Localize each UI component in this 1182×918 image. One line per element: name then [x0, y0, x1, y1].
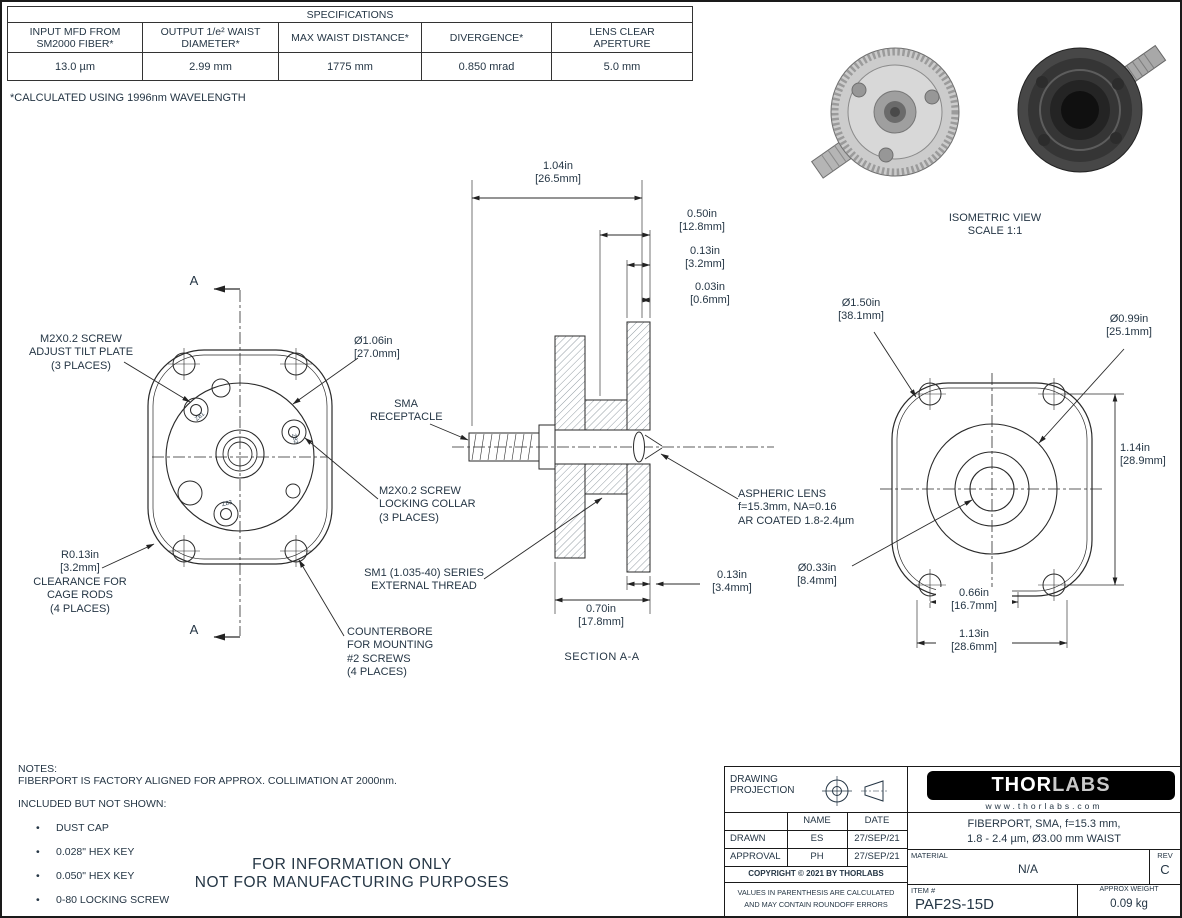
approval-name: PH [810, 851, 824, 862]
spec-footnote: *CALCULATED USING 1996nm WAVELENGTH [10, 92, 246, 104]
isometric-caption: ISOMETRIC VIEW SCALE 1:1 [948, 212, 1042, 238]
list-item: 0.028" HEX KEY [36, 847, 278, 858]
dim-overall-width: 1.04in [26.5mm] [521, 160, 595, 187]
approval-row-label: APPROVAL [730, 851, 781, 862]
sma-receptacle-label: SMA RECEPTACLE [370, 398, 443, 424]
not-for-mfg-notice: NOT FOR MANUFACTURING PURPOSES [194, 874, 510, 891]
section-title: SECTION A-A [564, 651, 640, 663]
list-item: DUST CAP [36, 823, 278, 834]
list-item: 0-80 LOCKING SCREW [36, 895, 278, 906]
dim-013-34: 0.13in [3.4mm] [712, 569, 752, 595]
spec-table-title: SPECIFICATIONS [7, 6, 693, 23]
list-item-label: DUST CAP [56, 822, 109, 835]
approx-weight-value: 0.09 kg [1110, 898, 1148, 910]
spec-header-input-mfd: INPUT MFD FROM SM2000 FIBER* [7, 22, 143, 53]
spec-header-waist-distance: MAX WAIST DISTANCE* [278, 22, 422, 53]
section-arrow-label-bottom: A [189, 622, 199, 637]
diameter-033-label: Ø0.33in [8.4mm] [797, 562, 837, 588]
material-label: MATERIAL [911, 851, 948, 860]
dim-050: 0.50in [12.8mm] [679, 208, 725, 234]
specifications-table: SPECIFICATIONS INPUT MFD FROM SM2000 FIB… [7, 6, 693, 81]
spec-header-clear-aperture: LENS CLEAR APERTURE [551, 22, 693, 53]
info-only-notice: FOR INFORMATION ONLY [252, 856, 452, 873]
dim-003: 0.03in [0.6mm] [690, 281, 730, 307]
aspheric-lens-label: ASPHERIC LENS f=15.3mm, NA=0.16 AR COATE… [738, 488, 855, 527]
spec-header-divergence: DIVERGENCE* [421, 22, 552, 53]
approx-weight-label: APPROX WEIGHT [1099, 886, 1159, 893]
drawn-row-label: DRAWN [730, 833, 766, 844]
logo-text-labs: LABS [1052, 774, 1111, 796]
cage-rod-clearance-label: R0.13in [3.2mm] CLEARANCE FOR CAGE RODS … [33, 549, 127, 615]
dim-070: 0.70in [17.8mm] [578, 603, 624, 629]
list-item-label: 0.050" HEX KEY [56, 870, 135, 883]
projection-symbol [822, 776, 887, 806]
counterbore-label: COUNTERBORE FOR MOUNTING #2 SCREWS (4 PL… [347, 626, 434, 679]
isometric-photo-front [810, 47, 960, 179]
notes-heading: NOTES: [18, 763, 58, 775]
divider [907, 884, 1180, 885]
item-number-label: ITEM # [911, 886, 936, 895]
included-items-list: DUST CAP 0.028" HEX KEY 0.050" HEX KEY 0… [36, 810, 278, 916]
item-number-value: PAF2S-15D [915, 896, 994, 913]
list-item: 0.050" HEX KEY [36, 871, 278, 882]
rev-value: C [1160, 862, 1170, 877]
dim-113: 1.13in [28.6mm] [936, 628, 1012, 655]
spec-value-divergence: 0.850 mrad [421, 52, 552, 81]
divider [847, 812, 848, 866]
divider [725, 866, 907, 867]
divider [725, 882, 907, 883]
divider [1149, 849, 1150, 884]
divider [725, 812, 907, 813]
drawn-date: 27/SEP/21 [854, 833, 900, 844]
date-column-header: DATE [864, 815, 890, 826]
material-value: N/A [1017, 862, 1038, 876]
list-item-label: 0.028" HEX KEY [56, 846, 135, 859]
section-arrow-label-top: A [189, 273, 199, 288]
section-view-drawing [429, 180, 774, 614]
title-block: DRAWING PROJECTION NAME DATE DRAWN ES 27… [724, 766, 1180, 916]
locking-collar-screw-label: M2X0.2 SCREW LOCKING COLLAR (3 PLACES) [379, 485, 476, 524]
spec-value-clear-aperture: 5.0 mm [551, 52, 693, 81]
sm1-thread-label: SM1 (1.035-40) SERIES EXTERNAL THREAD [364, 567, 484, 593]
divider [787, 812, 788, 866]
website-url: www.thorlabs.com [985, 801, 1103, 811]
part-description: FIBERPORT, SMA, f=15.3 mm, 1.8 - 2.4 µm,… [967, 818, 1121, 846]
isometric-photo-back [1017, 44, 1167, 173]
roundoff-disclaimer: VALUES IN PARENTHESIS ARE CALCULATED AND… [737, 888, 895, 909]
spec-value-waist-distance: 1775 mm [278, 52, 422, 81]
divider [907, 849, 1180, 850]
diameter-150-label: Ø1.50in [38.1mm] [838, 297, 884, 323]
spec-header-waist-diameter: OUTPUT 1/e² WAIST DIAMETER* [142, 22, 279, 53]
logo-text-thor: THOR [991, 774, 1053, 796]
approval-date: 27/SEP/21 [854, 851, 900, 862]
projection-label: DRAWING PROJECTION [730, 774, 795, 796]
divider [907, 767, 908, 916]
copyright-notice: COPYRIGHT © 2021 BY THORLABS [748, 869, 884, 878]
divider [725, 830, 907, 831]
notes-included-heading: INCLUDED BUT NOT SHOWN: [18, 798, 167, 810]
list-item-label: 0-80 LOCKING SCREW [56, 894, 170, 907]
divider [1077, 884, 1078, 916]
diameter-099-label: Ø0.99in [25.1mm] [1106, 313, 1152, 339]
dim-066: 0.66in [16.7mm] [936, 587, 1012, 614]
divider [907, 812, 1180, 813]
front-view-drawing [101, 285, 379, 641]
spec-value-waist-diameter: 2.99 mm [142, 52, 279, 81]
diameter-106-label: Ø1.06in [27.0mm] [354, 335, 400, 361]
notes-alignment: FIBERPORT IS FACTORY ALIGNED FOR APPROX.… [18, 775, 397, 787]
dim-013-32: 0.13in [3.2mm] [685, 245, 725, 271]
divider [725, 848, 907, 849]
tilt-plate-screw-label: M2X0.2 SCREW ADJUST TILT PLATE (3 PLACES… [28, 333, 134, 372]
spec-value-input-mfd: 13.0 µm [7, 52, 143, 81]
name-column-header: NAME [803, 815, 831, 826]
drawn-name: ES [810, 833, 824, 844]
dim-114: 1.14in [28.9mm] [1120, 442, 1166, 468]
rev-label: REV [1157, 851, 1173, 860]
